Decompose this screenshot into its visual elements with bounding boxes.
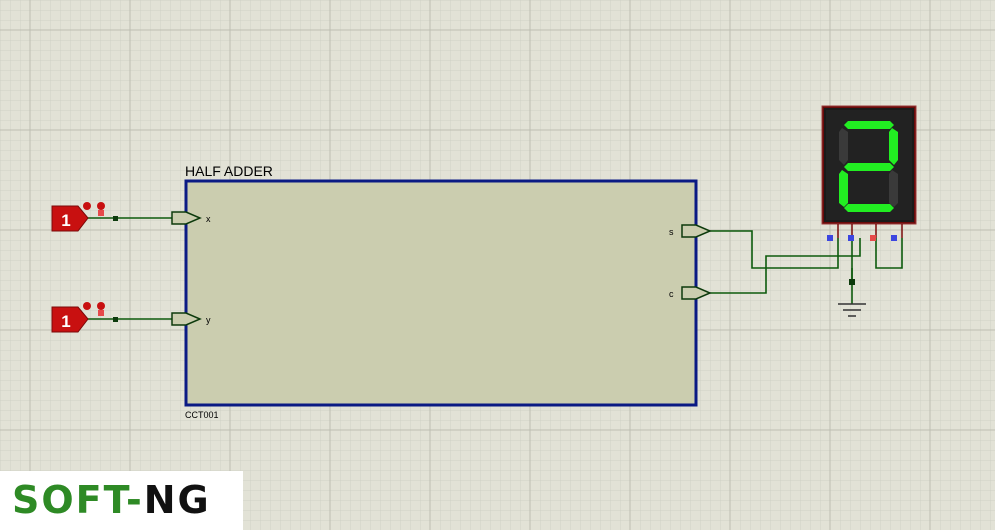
segment-b	[889, 128, 898, 165]
port-y[interactable]: y	[171, 312, 211, 326]
logicstate-x[interactable]: 1	[51, 202, 105, 232]
probe-icon	[83, 302, 91, 310]
probe-icon	[97, 302, 105, 310]
watermark-part-2: NG	[143, 478, 211, 522]
pin-state-icon	[891, 235, 897, 241]
seven-segment-display[interactable]	[821, 105, 917, 241]
segment-f	[839, 128, 848, 165]
state-indicator-icon	[98, 210, 104, 216]
subcircuit-reference: CCT001	[185, 410, 219, 420]
subcircuit-title: HALF ADDER	[185, 163, 273, 179]
probe-icon	[83, 202, 91, 210]
pin-state-icon	[870, 235, 876, 241]
pin-label-s: s	[669, 227, 674, 237]
port-s[interactable]: s	[669, 224, 712, 238]
pin-state-icon	[848, 235, 854, 241]
wire-bus-b[interactable]	[875, 238, 903, 269]
port-c[interactable]: c	[669, 286, 712, 300]
ground-icon[interactable]	[838, 303, 866, 317]
half-adder-subcircuit[interactable]: HALF ADDER CCT001	[184, 163, 698, 420]
probe-icon	[97, 202, 105, 210]
logicstate-y-value: 1	[61, 312, 70, 331]
digit-segments	[839, 121, 898, 212]
wire-s[interactable]	[710, 230, 839, 269]
pin-label-c: c	[669, 289, 674, 299]
wires[interactable]	[86, 217, 903, 320]
port-x[interactable]: x	[171, 211, 211, 225]
logicstate-y[interactable]: 1	[51, 302, 105, 333]
logicstate-x-value: 1	[61, 211, 70, 230]
watermark-logo	[0, 471, 243, 530]
junction-dot	[849, 279, 855, 285]
wire-node	[113, 317, 118, 322]
watermark-part-1: SOFT-	[12, 478, 144, 522]
wire-node	[113, 216, 118, 221]
watermark-text: SOFT-NG	[12, 478, 211, 522]
segment-d	[844, 204, 894, 212]
state-indicator-icon	[98, 310, 104, 316]
pin-label-x: x	[206, 214, 211, 224]
wire-c[interactable]	[710, 238, 861, 294]
pin-state-icon	[827, 235, 833, 241]
segment-g	[844, 163, 894, 171]
pin-label-y: y	[206, 315, 211, 325]
segment-a	[844, 121, 894, 129]
segment-e	[839, 170, 848, 207]
segment-c	[889, 170, 898, 207]
